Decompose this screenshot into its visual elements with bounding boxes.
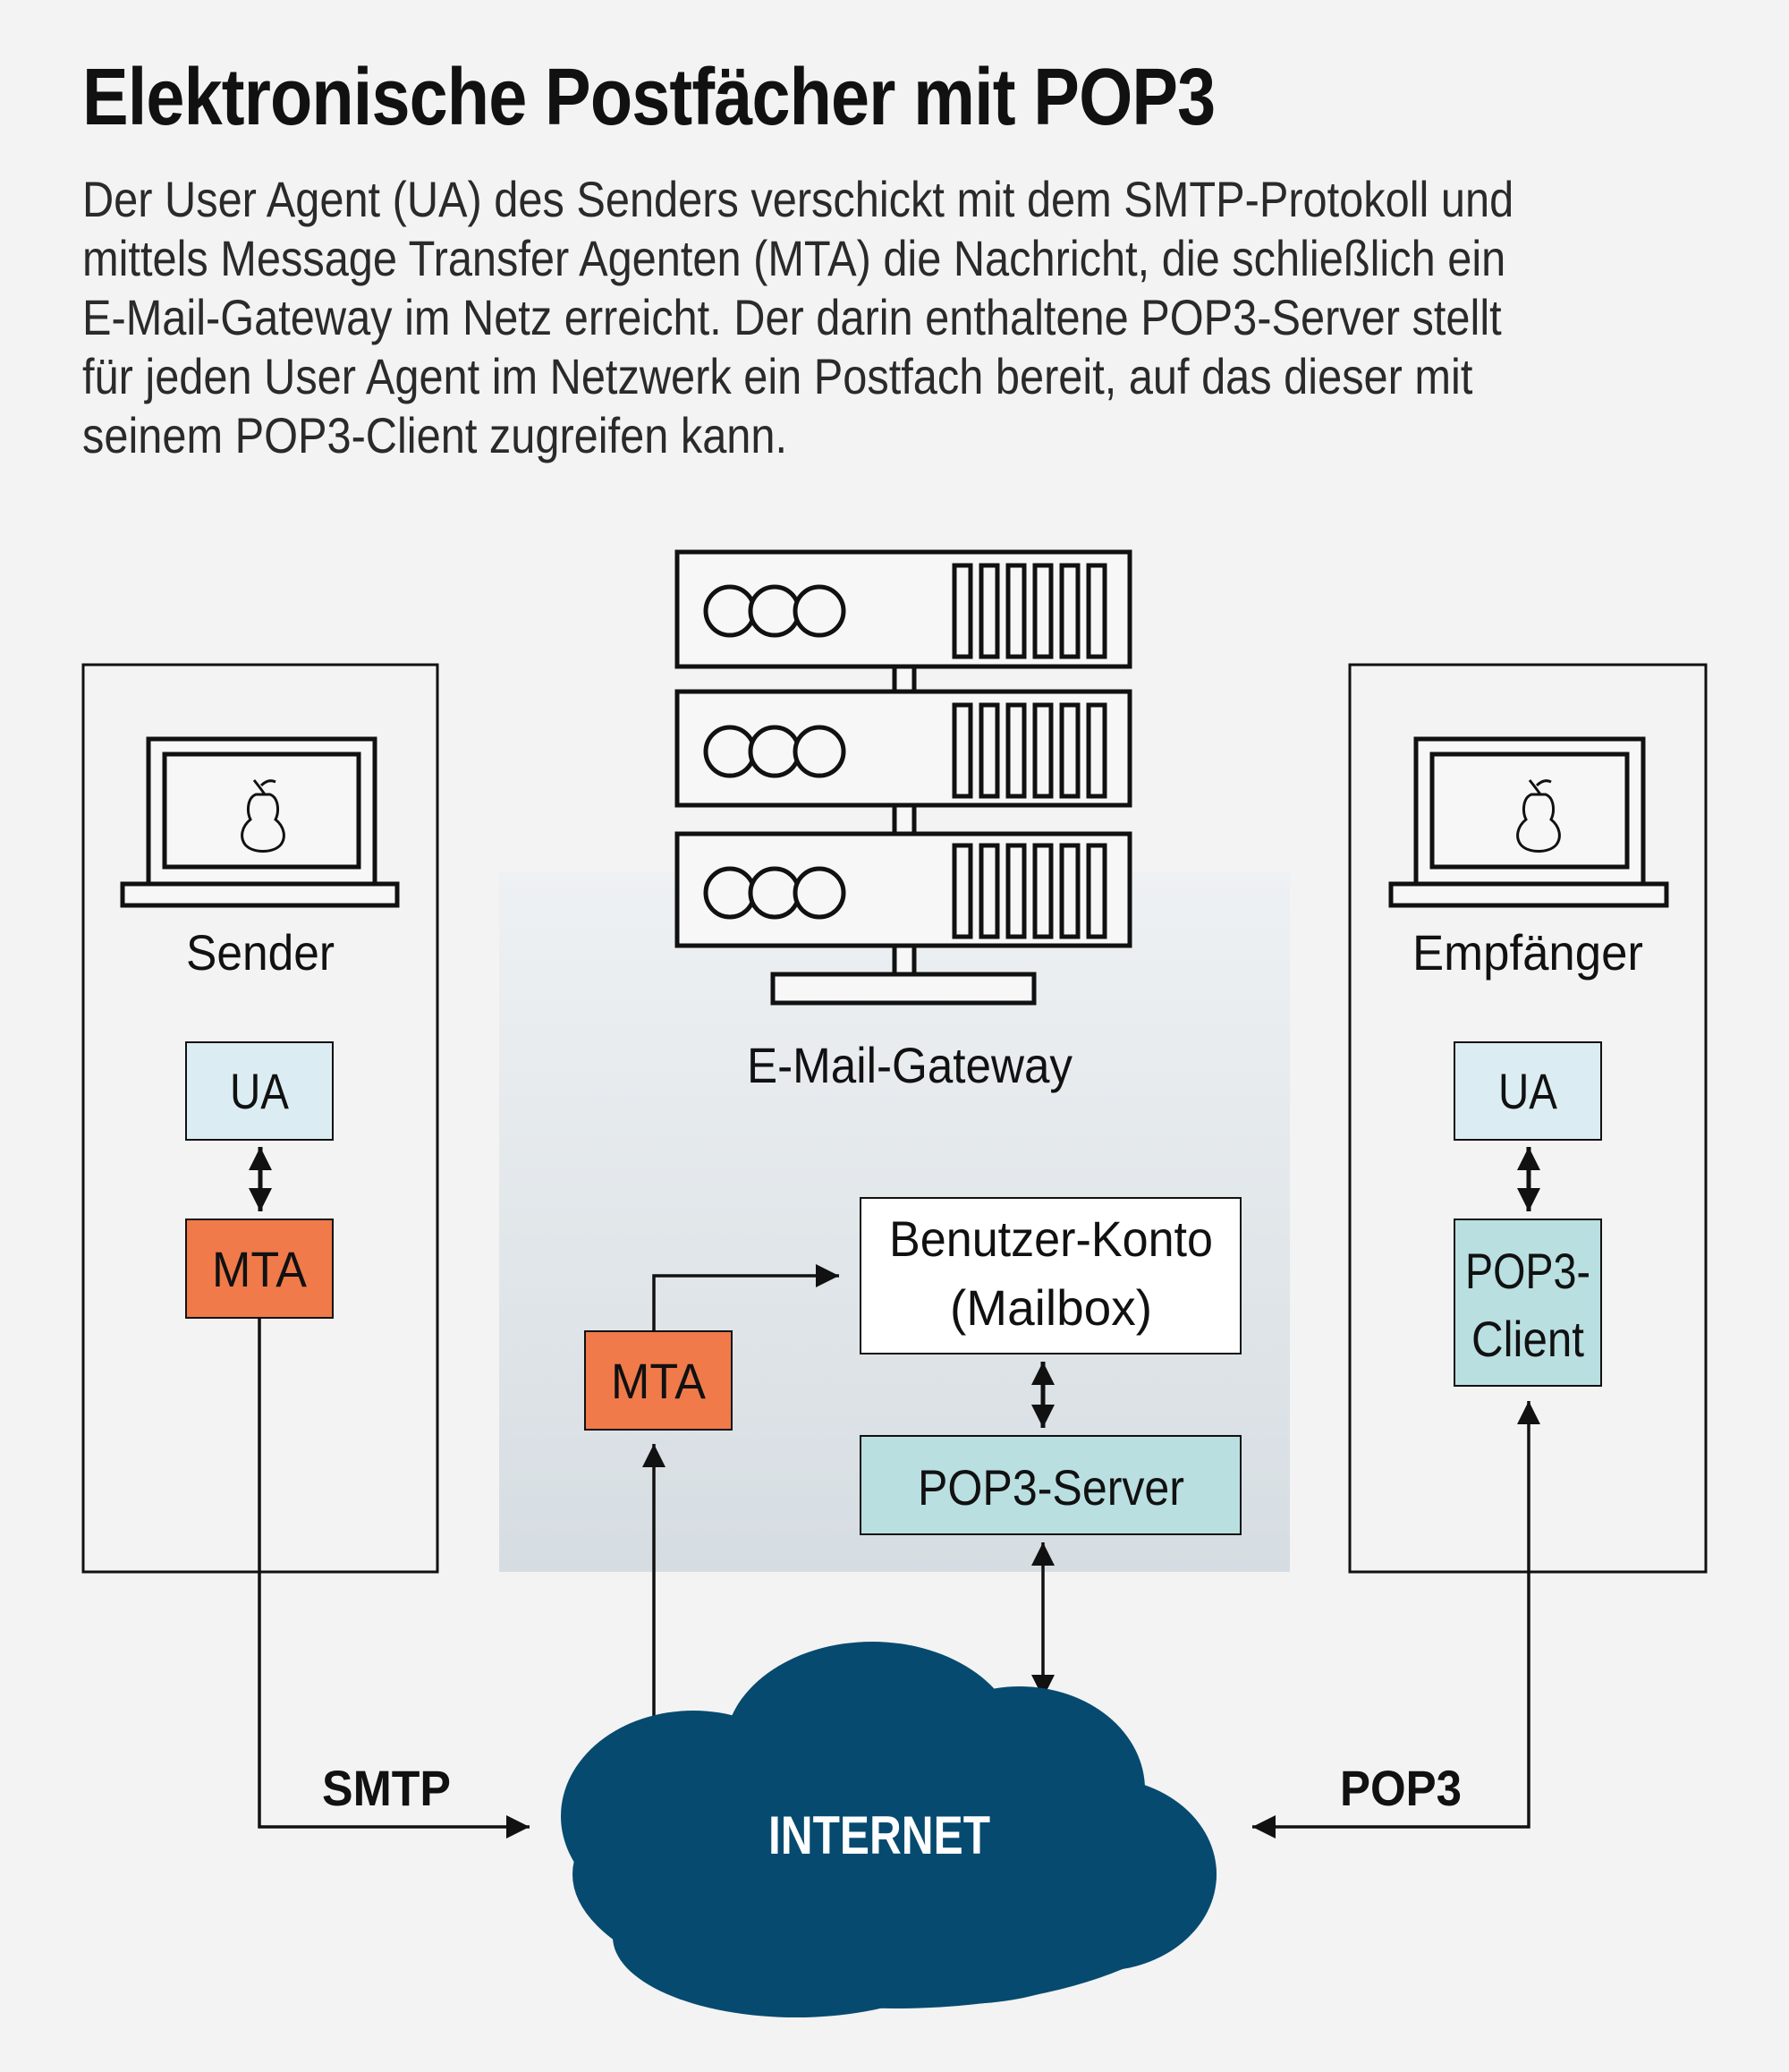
pop3-arrow [1252,1401,1540,1838]
sender-ua-box [185,1041,334,1141]
laptop-icon [120,736,400,908]
mailbox-line1: Benutzer-Konto [889,1210,1213,1267]
intro-line: E-Mail-Gateway im Netz erreicht. Der dar… [82,289,1502,345]
intro-line: Der User Agent (UA) des Senders verschic… [82,171,1514,227]
pop3-client-line2: Client [1471,1311,1584,1367]
mailbox-box [860,1197,1242,1354]
server-unit [674,831,1132,948]
intro-line: mittels Message Transfer Agenten (MTA) d… [82,230,1506,286]
sender-ua-label: UA [230,1063,290,1119]
laptop-icon [1388,736,1669,908]
smtp-arrow [258,1318,530,1838]
server-unit [674,549,1132,669]
gateway-label: E-Mail-Gateway [747,1037,1073,1093]
sender-mta-box [185,1219,334,1319]
intro-text: Der User Agent (UA) des Senders verschic… [82,170,1727,465]
pear-logo [1516,779,1561,853]
receiver-ua-label: UA [1498,1063,1558,1119]
intro-line: für jeden User Agent im Netzwerk ein Pos… [82,348,1473,404]
server-rack-icon [674,549,1132,1006]
sender-label: Sender [186,924,335,981]
pop3-server-label: POP3-Server [918,1459,1184,1516]
sender-mta-label: MTA [212,1241,308,1297]
pop3-client-line1: POP3- [1465,1243,1590,1299]
server-unit [674,689,1132,808]
gateway-mta-box [584,1330,733,1431]
internet-label: INTERNET [768,1805,990,1865]
page-title: Elektronische Postfächer mit POP3 [82,53,1216,142]
pop3-server-box [860,1435,1242,1535]
cloud-icon [561,1642,1217,2017]
pear-logo [241,779,285,853]
mailbox-line2: (Mailbox) [950,1279,1152,1336]
gateway-mta-label: MTA [611,1353,707,1409]
smtp-label: SMTP [322,1760,451,1816]
pop3-client-box [1454,1219,1602,1387]
receiver-label: Empfänger [1412,924,1643,981]
pop3-label: POP3 [1340,1760,1462,1816]
receiver-ua-box [1454,1041,1602,1141]
intro-line: seinem POP3-Client zugreifen kann. [82,407,788,463]
mta-to-mailbox-arrow [652,1264,839,1331]
